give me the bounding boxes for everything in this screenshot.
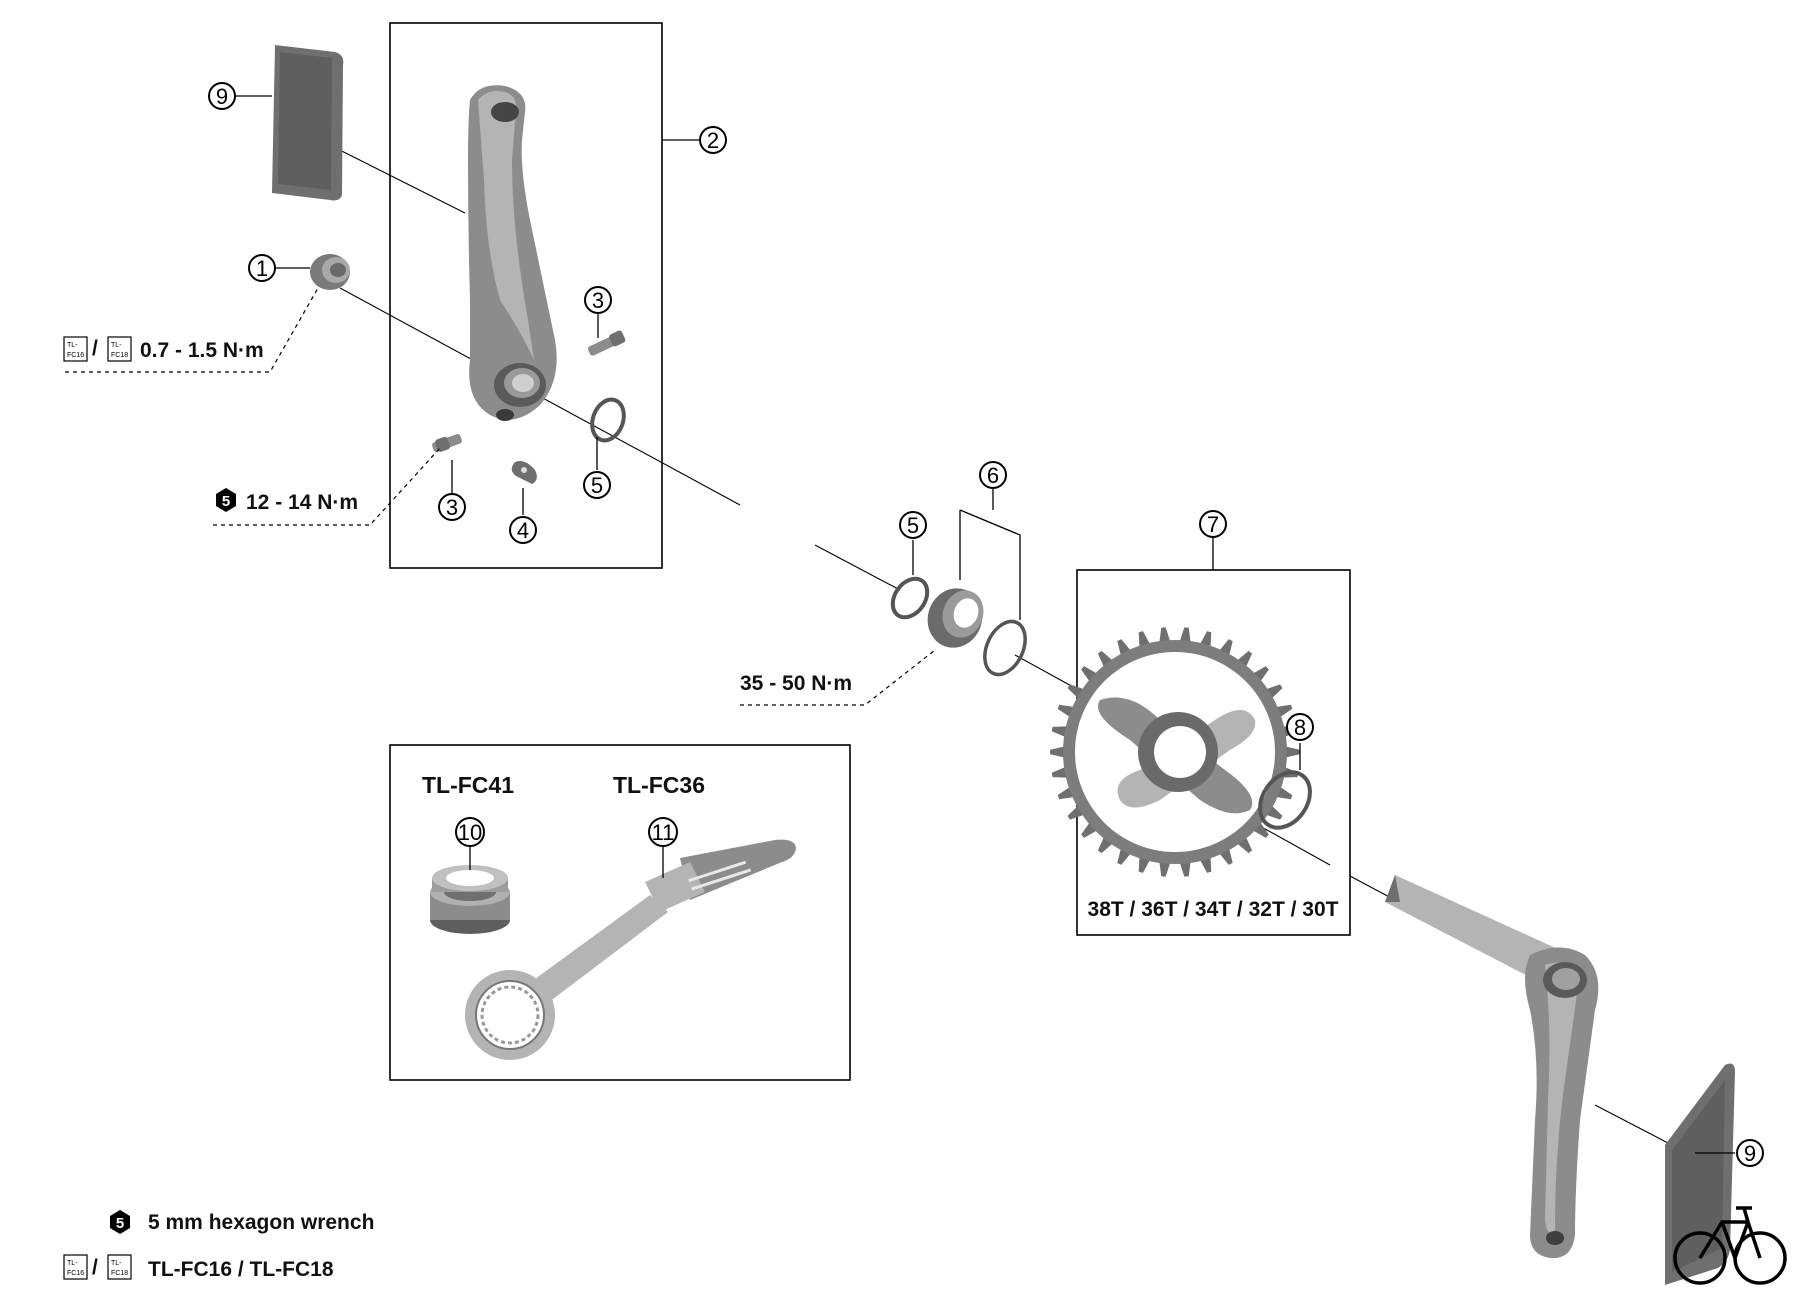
callout-9-top: 9 [208, 82, 236, 110]
svg-text:9: 9 [216, 84, 228, 109]
tool-icon-tl-fc16: TL- FC16 [63, 1254, 88, 1280]
o-ring-upper [590, 397, 626, 443]
chainring-tooth [1159, 860, 1171, 877]
chainring-lockring [927, 588, 984, 648]
svg-text:10: 10 [458, 820, 482, 845]
svg-text:TL-: TL- [111, 342, 122, 349]
safety-plate [511, 461, 537, 484]
svg-text:2: 2 [707, 128, 719, 153]
svg-text:7: 7 [1207, 512, 1219, 537]
svg-text:3: 3 [446, 495, 458, 520]
svg-text:TL-FC16 / TL-FC18: TL-FC16 / TL-FC18 [148, 1258, 334, 1281]
torque-label-pinch-bolt: 5 12 - 14 N·m [216, 488, 358, 514]
tool-tl-fc41 [430, 865, 510, 934]
svg-text:5: 5 [907, 513, 919, 538]
callout-6: 6 [979, 461, 1007, 489]
torque-label-cap: TL- FC16 / TL- FC18 0.7 - 1.5 N·m [63, 336, 264, 362]
svg-text:FC16: FC16 [67, 1270, 84, 1277]
svg-text:FC16: FC16 [67, 352, 84, 359]
hex-key-icon [216, 488, 236, 512]
leader-lines [235, 95, 1735, 1154]
svg-text:9: 9 [1744, 1141, 1756, 1166]
legend-hex-wrench: 5 5 mm hexagon wrench [110, 1210, 374, 1234]
right-crank-arm-with-spindle [1385, 875, 1599, 1259]
torque-value-lockring: 35 - 50 N·m [740, 672, 852, 695]
crank-arm-cap [310, 254, 350, 290]
tool-icon-tl-fc18: TL- FC18 [107, 336, 132, 362]
callout-3-upper: 3 [584, 286, 612, 314]
chainring-tooth [1179, 860, 1191, 877]
chainring [1050, 627, 1300, 877]
chainring-tooth [1284, 746, 1300, 758]
callout-5-middle: 5 [899, 511, 927, 539]
callout-11: 11 [648, 817, 678, 847]
pinch-bolt-upper [587, 330, 626, 356]
callout-1: 1 [248, 254, 276, 282]
pinch-bolt-lower [432, 434, 462, 452]
tool-icon-tl-fc18: TL- FC18 [107, 1254, 132, 1280]
callout-9-bottom: 9 [1736, 1139, 1764, 1167]
svg-text:1: 1 [256, 256, 268, 281]
tool-tl-fc36 [465, 839, 796, 1060]
torque-value-pinch-bolt: 12 - 14 N·m [246, 491, 358, 514]
svg-text:6: 6 [987, 463, 999, 488]
chainring-tooth [1051, 766, 1069, 778]
callout-10: 10 [455, 817, 485, 847]
tool-icon-tl-fc16: TL- FC16 [63, 336, 88, 362]
chainring-tooth [1050, 746, 1066, 758]
crank-arm-group-frame [389, 22, 663, 569]
o-ring-middle [890, 576, 930, 620]
o-ring-chainring [1258, 770, 1312, 830]
svg-text:FC18: FC18 [111, 1270, 128, 1277]
svg-text:FC18: FC18 [111, 352, 128, 359]
callout-5-upper: 5 [583, 471, 611, 499]
chainring-sizes-label: 38T / 36T / 34T / 32T / 30T [1088, 898, 1339, 921]
torque-value-cap: 0.7 - 1.5 N·m [140, 339, 264, 362]
lockring-spacer [983, 619, 1027, 677]
svg-text:4: 4 [517, 518, 529, 543]
svg-text:TL-: TL- [67, 342, 78, 349]
svg-text:TL-: TL- [111, 1260, 122, 1267]
left-crank-arm [468, 85, 557, 421]
legend-tools: TL- FC16 / TL- FC18 TL-FC16 / TL-FC18 [63, 1254, 334, 1281]
callout-4: 4 [509, 516, 537, 544]
svg-text:5 mm hexagon wrench: 5 mm hexagon wrench [148, 1211, 374, 1234]
tool-label-tl-fc36: TL-FC36 [613, 772, 705, 798]
tool-label-tl-fc41: TL-FC41 [422, 772, 514, 798]
callout-7: 7 [1199, 510, 1227, 538]
svg-text:5: 5 [591, 473, 603, 498]
hex-key-icon [110, 1210, 130, 1234]
svg-text:11: 11 [652, 820, 675, 845]
svg-text:3: 3 [592, 288, 604, 313]
svg-text:TL-: TL- [67, 1260, 78, 1267]
torque-leaders [65, 287, 936, 706]
callout-8: 8 [1286, 713, 1314, 741]
crank-protector-sticker-top [272, 45, 344, 201]
svg-text:5: 5 [116, 1215, 124, 1232]
chainring-tooth [1179, 627, 1191, 644]
svg-text:8: 8 [1294, 715, 1306, 740]
tools-frame [389, 744, 851, 1081]
callout-2: 2 [699, 126, 727, 154]
bicycle-logo-icon [1673, 1206, 1787, 1285]
chainring-tooth [1159, 627, 1171, 644]
svg-text:5: 5 [222, 493, 230, 510]
svg-text:/: / [92, 337, 98, 360]
svg-text:/: / [92, 1256, 98, 1279]
chainring-tooth [1051, 726, 1069, 738]
callout-3-lower: 3 [438, 493, 466, 521]
